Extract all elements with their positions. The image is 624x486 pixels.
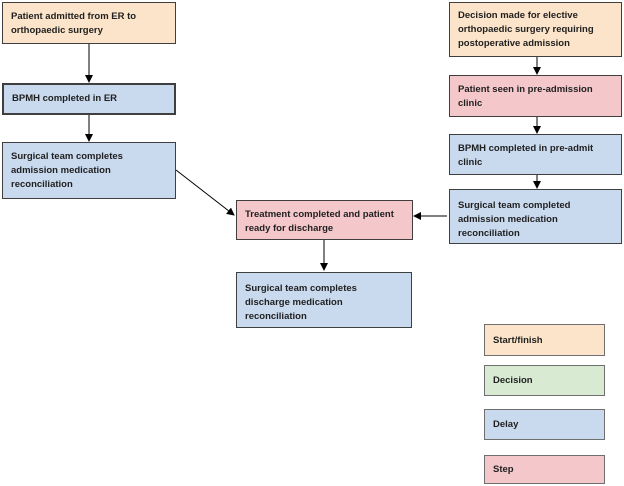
node-bpmh-pre-admit: BPMH completed in pre-admit clinic [449, 134, 622, 175]
legend-delay: Delay [484, 409, 605, 440]
legend-step: Step [484, 455, 605, 484]
node-admitted-from-er: Patient admitted from ER to orthopaedic … [2, 2, 176, 44]
legend-start-finish-label: Start/finish [493, 334, 543, 346]
node-discharge-reconciliation-label: Surgical team completes discharge medica… [245, 283, 357, 322]
node-elective-decision: Decision made for elective orthopaedic s… [449, 2, 622, 57]
arrow-surgical-left-to-treatment [175, 169, 235, 216]
node-bpmh-er: BPMH completed in ER [2, 83, 176, 115]
node-bpmh-pre-admit-label: BPMH completed in pre-admit clinic [458, 143, 594, 168]
node-pre-admission-clinic-label: Patient seen in pre-admission clinic [458, 84, 593, 109]
node-pre-admission-clinic: Patient seen in pre-admission clinic [449, 75, 622, 117]
node-discharge-reconciliation: Surgical team completes discharge medica… [236, 272, 412, 328]
node-surgical-admission-right-label: Surgical team completed admission medica… [458, 200, 571, 239]
node-surgical-admission-left-label: Surgical team completes admission medica… [11, 151, 123, 190]
node-treatment-completed: Treatment completed and patient ready fo… [236, 200, 413, 240]
legend-decision-label: Decision [493, 375, 533, 386]
node-bpmh-er-label: BPMH completed in ER [12, 93, 118, 104]
node-surgical-admission-left: Surgical team completes admission medica… [2, 142, 176, 199]
node-elective-decision-label: Decision made for elective orthopaedic s… [458, 10, 594, 49]
node-surgical-admission-right: Surgical team completed admission medica… [449, 189, 622, 244]
legend-delay-label: Delay [493, 419, 519, 430]
legend-step-label: Step [493, 464, 514, 475]
node-admitted-from-er-label: Patient admitted from ER to orthopaedic … [11, 11, 137, 36]
node-treatment-completed-label: Treatment completed and patient ready fo… [245, 209, 394, 234]
legend-decision: Decision [484, 365, 605, 396]
legend-start-finish: Start/finish [484, 324, 605, 356]
